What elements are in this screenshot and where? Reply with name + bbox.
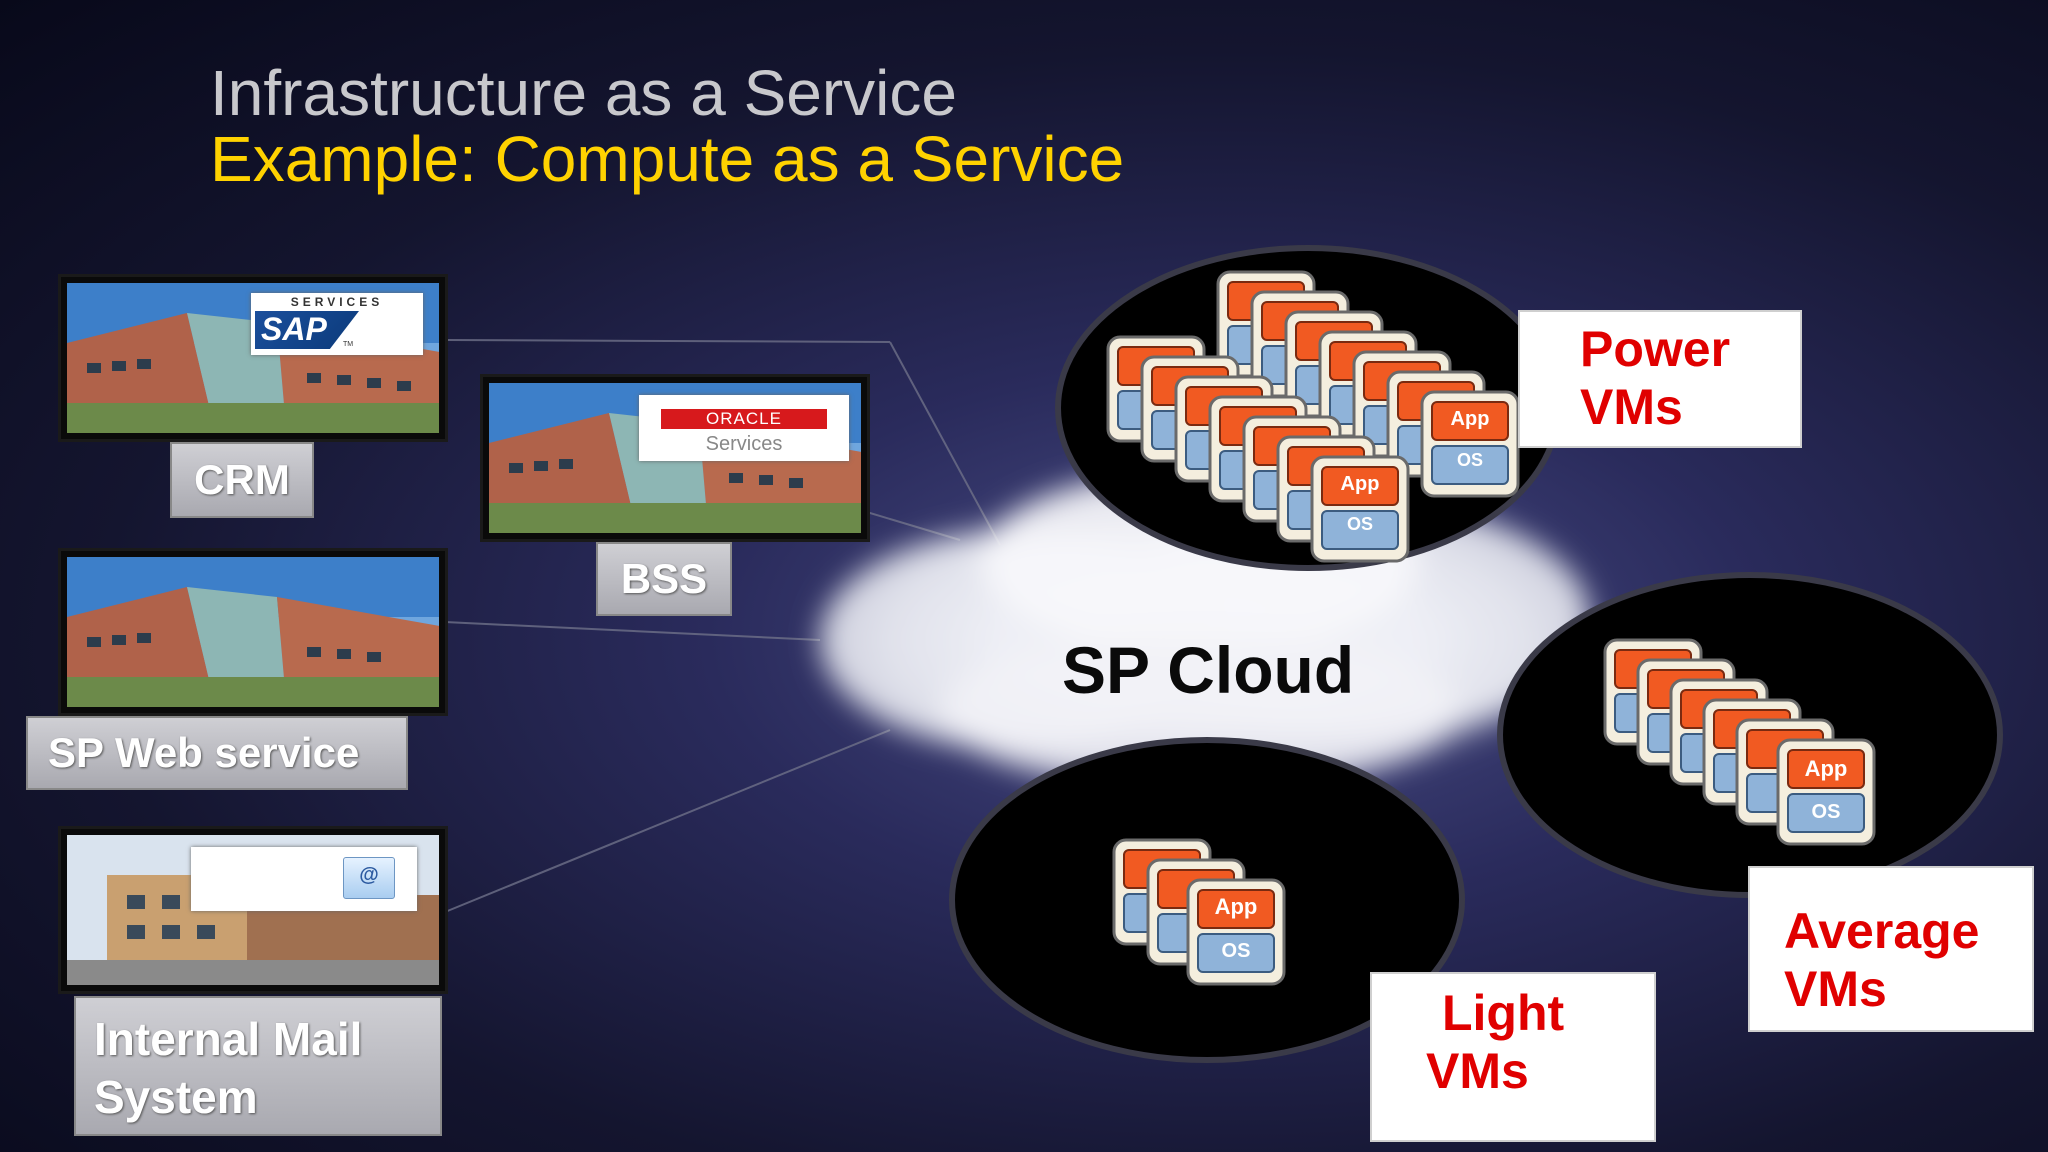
mail-screen: @ [58, 826, 448, 994]
light-vms-line1: Light [1442, 985, 1565, 1041]
power-vms-line1: Power [1580, 321, 1731, 377]
power-vms-label: Power VMs [1518, 310, 1802, 448]
app-label-average: App [1805, 756, 1848, 781]
average-vms-label: Average VMs [1748, 866, 2034, 1032]
power-vms-line2: VMs [1580, 379, 1683, 435]
slide-title: Infrastructure as a Service [210, 57, 957, 129]
mail-label: Internal Mail System [74, 996, 442, 1136]
app-label-power-back: App [1451, 408, 1490, 430]
connector-lines [444, 339, 1001, 913]
sp-cloud-label: SP Cloud [1062, 633, 1355, 707]
os-label-power-back: OS [1457, 450, 1483, 470]
office-building-photo [67, 557, 439, 707]
app-label-light: App [1215, 894, 1258, 919]
sap-logo-trademark: TM [343, 341, 354, 348]
envelope-icon: @ [343, 857, 395, 899]
oracle-logo: ORACLE Services [639, 395, 849, 461]
web-service-screen [58, 548, 448, 716]
average-vms-line1: Average [1784, 903, 1980, 959]
bss-screen: ORACLE Services [480, 374, 870, 542]
crm-label: CRM [170, 442, 314, 518]
average-vms-line2: VMs [1784, 961, 1887, 1017]
mail-label-line2: System [94, 1071, 258, 1123]
os-label-power-front: OS [1347, 514, 1373, 534]
mail-logo: @ [191, 847, 417, 911]
light-vms-label: Light VMs [1370, 972, 1656, 1142]
at-sign-glyph: @ [359, 864, 379, 886]
sp-cloud-shape [820, 470, 1590, 790]
app-label-power-front: App [1341, 473, 1380, 495]
os-label-light: OS [1222, 940, 1251, 962]
oracle-services-text: Services [705, 433, 783, 455]
light-vms-line2: VMs [1426, 1043, 1529, 1099]
sap-logo: SERVICES SAP TM [251, 293, 423, 355]
sap-logo-text: SAP [261, 311, 327, 347]
slide-subtitle: Example: Compute as a Service [210, 123, 1125, 195]
sap-logo-top-text: SERVICES [290, 295, 384, 309]
mail-label-line1: Internal Mail [94, 1013, 363, 1065]
os-label-average: OS [1812, 801, 1841, 823]
crm-screen: SERVICES SAP TM [58, 274, 448, 442]
bss-label: BSS [596, 542, 732, 616]
oracle-logo-text: ORACLE [661, 409, 827, 429]
web-service-label: SP Web service [26, 716, 408, 790]
